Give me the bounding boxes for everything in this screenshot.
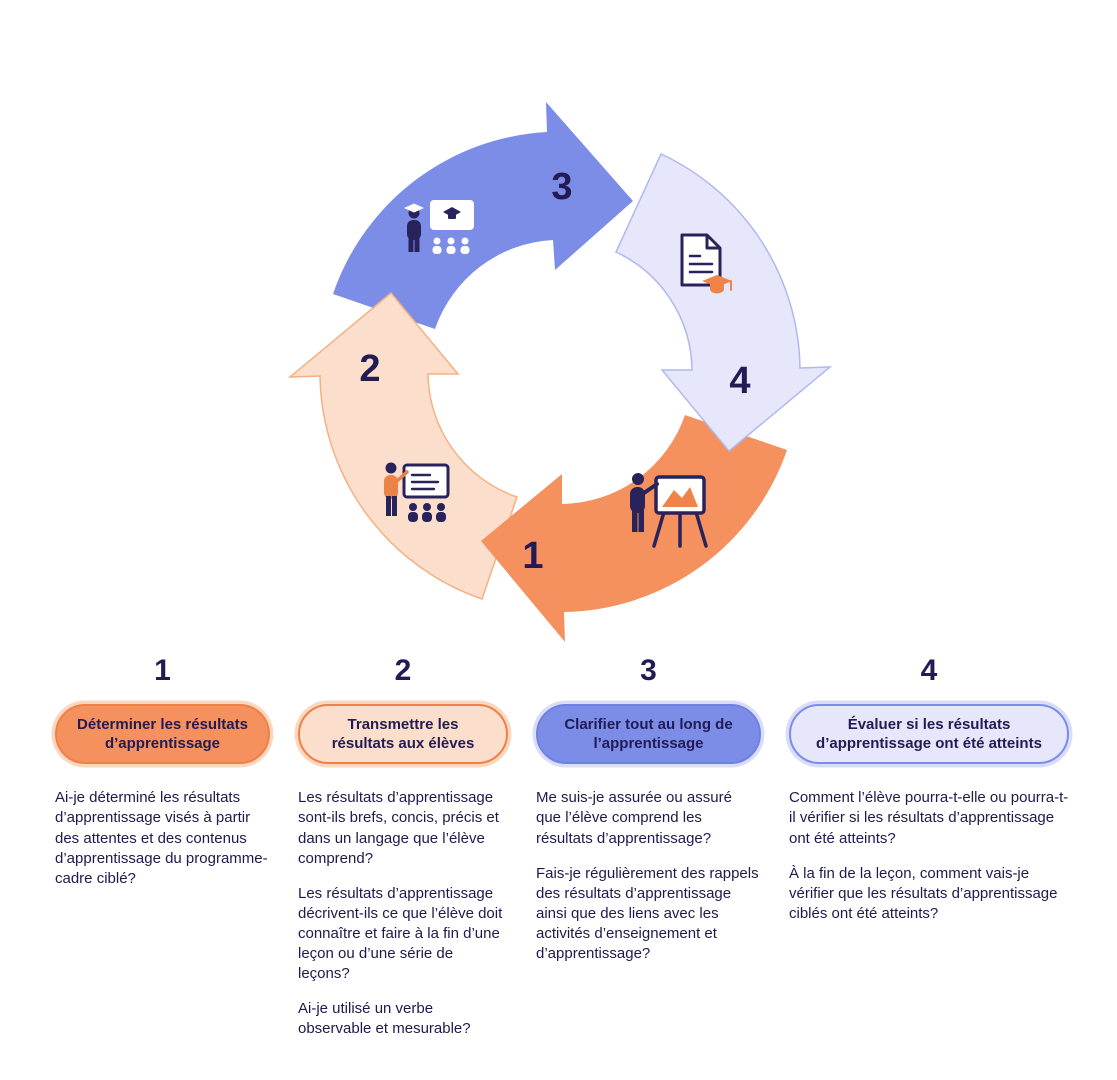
step-number-3: 3 xyxy=(640,654,657,687)
step-detail-3: 3 Clarifier tout au long de l’apprentiss… xyxy=(536,654,761,1054)
step-number-1: 1 xyxy=(154,654,171,687)
cycle-step-number-2: 2 xyxy=(359,348,380,390)
step-badge-wrap: Déterminer les résultats d’apprentissage xyxy=(55,704,270,765)
step-title-badge-3: Clarifier tout au long de l’apprentissag… xyxy=(536,704,761,765)
cycle-step-number-1: 1 xyxy=(522,535,543,577)
teacher-board-graduation-icon xyxy=(404,200,474,254)
step-title-badge-2: Transmettre les résultats aux élèves xyxy=(298,704,508,765)
step-number-4: 4 xyxy=(920,654,938,687)
steps-details: 1 Déterminer les résultats d’apprentissa… xyxy=(0,654,1117,1054)
learning-cycle-diagram: 3 2 4 1 xyxy=(287,102,833,642)
step-detail-1: 1 Déterminer les résultats d’apprentissa… xyxy=(55,654,270,1054)
cycle-arrow-step-4 xyxy=(615,153,833,453)
step-title-badge-4: Évaluer si les résultats d’apprentissage… xyxy=(789,704,1069,765)
step-question: Comment l’élève pourra-t-elle ou pourra-… xyxy=(789,789,1069,847)
step-question: Ai-je utilisé un verbe observable et mes… xyxy=(298,1000,471,1038)
step-question: Les résultats d’apprentissage sont-ils b… xyxy=(298,789,499,867)
step-title-badge-1: Déterminer les résultats d’apprentissage xyxy=(55,704,270,765)
step-badge-wrap: Clarifier tout au long de l’apprentissag… xyxy=(536,704,761,765)
presenter-easel-icon xyxy=(630,473,708,548)
cycle-arrow-step-2 xyxy=(287,291,518,600)
step-detail-2: 2 Transmettre les résultats aux élèves L… xyxy=(298,654,508,1054)
step-question: Les résultats d’apprentissage décrivent-… xyxy=(298,884,503,983)
step-question: Fais-je régulièrement des rappels des ré… xyxy=(536,864,759,963)
step-detail-4: 4 Évaluer si les résultats d’apprentissa… xyxy=(789,654,1069,1054)
step-number-2: 2 xyxy=(394,654,412,687)
step-question: Ai-je déterminé les résultats d’apprenti… xyxy=(55,789,268,887)
step-badge-wrap: Évaluer si les résultats d’apprentissage… xyxy=(789,704,1069,765)
cycle-arrow-step-3 xyxy=(333,102,633,329)
document-graduation-icon xyxy=(680,233,732,294)
step-badge-wrap: Transmettre les résultats aux élèves xyxy=(298,704,508,765)
step-question: Me suis-je assurée ou assuré que l’élève… xyxy=(536,789,732,847)
step-question: À la fin de la leçon, comment vais-je vé… xyxy=(789,864,1058,922)
cycle-step-number-4: 4 xyxy=(729,360,750,402)
cycle-step-number-3: 3 xyxy=(551,166,572,208)
presenter-screen-audience-icon xyxy=(384,462,450,522)
